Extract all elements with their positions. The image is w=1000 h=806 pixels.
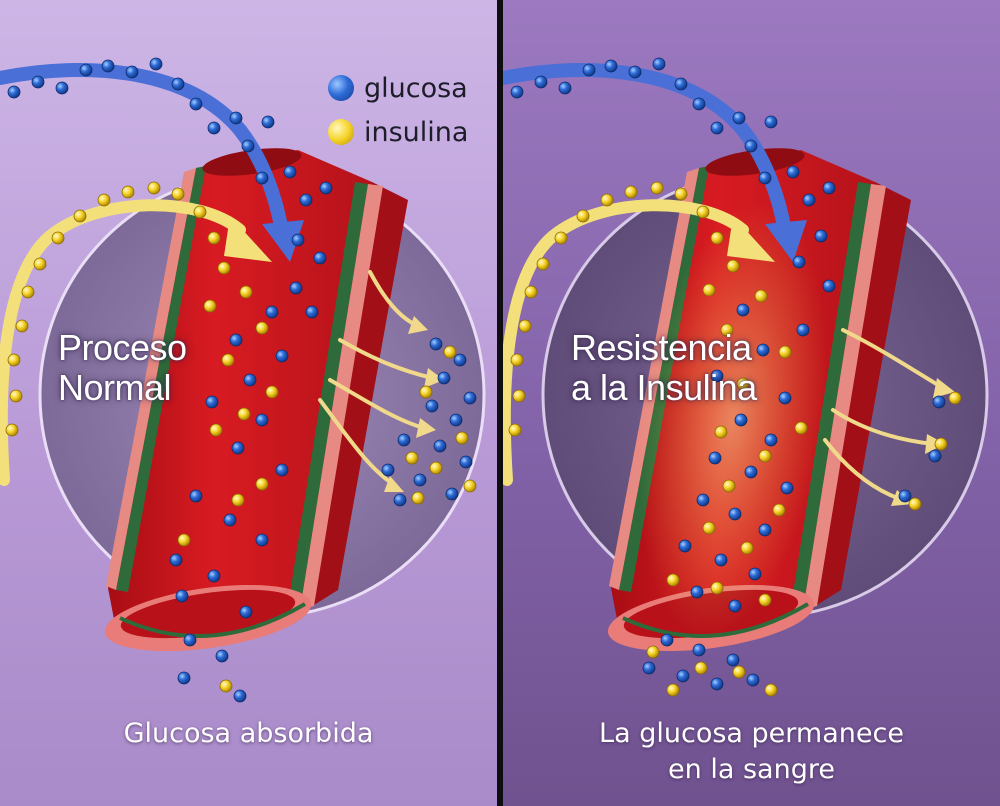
- insulin-glow: [638, 201, 828, 639]
- insulin-arrow-head: [727, 216, 775, 262]
- insulin-resistance-caption: La glucosa permanece en la sangre: [503, 716, 1000, 788]
- vessel-wall-layer: [300, 184, 383, 610]
- legend-item-glucose: glucosa: [328, 66, 468, 110]
- insulin-resistance-heading: Resistencia a la Insulina: [571, 328, 757, 408]
- heading-line: Proceso: [58, 327, 187, 368]
- panel-divider: [497, 0, 503, 806]
- absorption-arrow-heads: [384, 316, 444, 492]
- vessel-wall-layer: [790, 182, 871, 612]
- legend-item-insulin: insulina: [328, 110, 468, 154]
- glucose-flow-arrow: [503, 62, 792, 239]
- glucose-flow-arrow: [0, 62, 289, 239]
- glucose-arrow-head: [765, 220, 807, 262]
- vessel-top-ring: [202, 148, 302, 176]
- insulin-resistance-illustration: [503, 57, 989, 697]
- insulin-molecules: [5, 181, 477, 693]
- heading-line: Normal: [58, 367, 172, 408]
- panel-insulin-resistance: Resistencia a la Insulina La glucosa per…: [503, 0, 1000, 806]
- insulin-dot-icon: [328, 119, 354, 145]
- vessel-wall-layer: [287, 182, 368, 612]
- glucose-molecules: [510, 57, 946, 691]
- insulin-flow-arrow: [503, 199, 749, 486]
- caption-line: Glucosa absorbida: [123, 718, 374, 749]
- vessel-wall-layer: [106, 168, 196, 590]
- insulin-arrow-head: [224, 216, 272, 262]
- panel-normal-process: Proceso Normal glucosa insulina Glucosa …: [0, 0, 497, 806]
- heading-line: a la Insulina: [571, 367, 757, 408]
- legend-label: glucosa: [364, 72, 468, 104]
- normal-process-illustration: [0, 57, 486, 703]
- legend: glucosa insulina: [328, 66, 468, 154]
- insulin-molecules: [508, 181, 962, 697]
- glucose-dot-icon: [328, 75, 354, 101]
- normal-process-heading: Proceso Normal: [58, 328, 187, 408]
- caption-line: La glucosa permanece: [599, 718, 904, 749]
- vessel-wall-layer: [116, 166, 206, 592]
- normal-process-caption: Glucosa absorbida: [0, 716, 497, 752]
- absorption-arrows: [823, 328, 945, 502]
- caption-line: en la sangre: [668, 754, 835, 785]
- insulin-flow-arrow: [0, 199, 246, 486]
- vessel-top-ring: [705, 148, 805, 176]
- heading-line: Resistencia: [571, 327, 752, 368]
- vessel-wall-layer: [803, 184, 886, 610]
- glucose-molecules: [7, 57, 477, 703]
- legend-label: insulina: [364, 116, 469, 148]
- glucose-arrow-head: [262, 220, 304, 262]
